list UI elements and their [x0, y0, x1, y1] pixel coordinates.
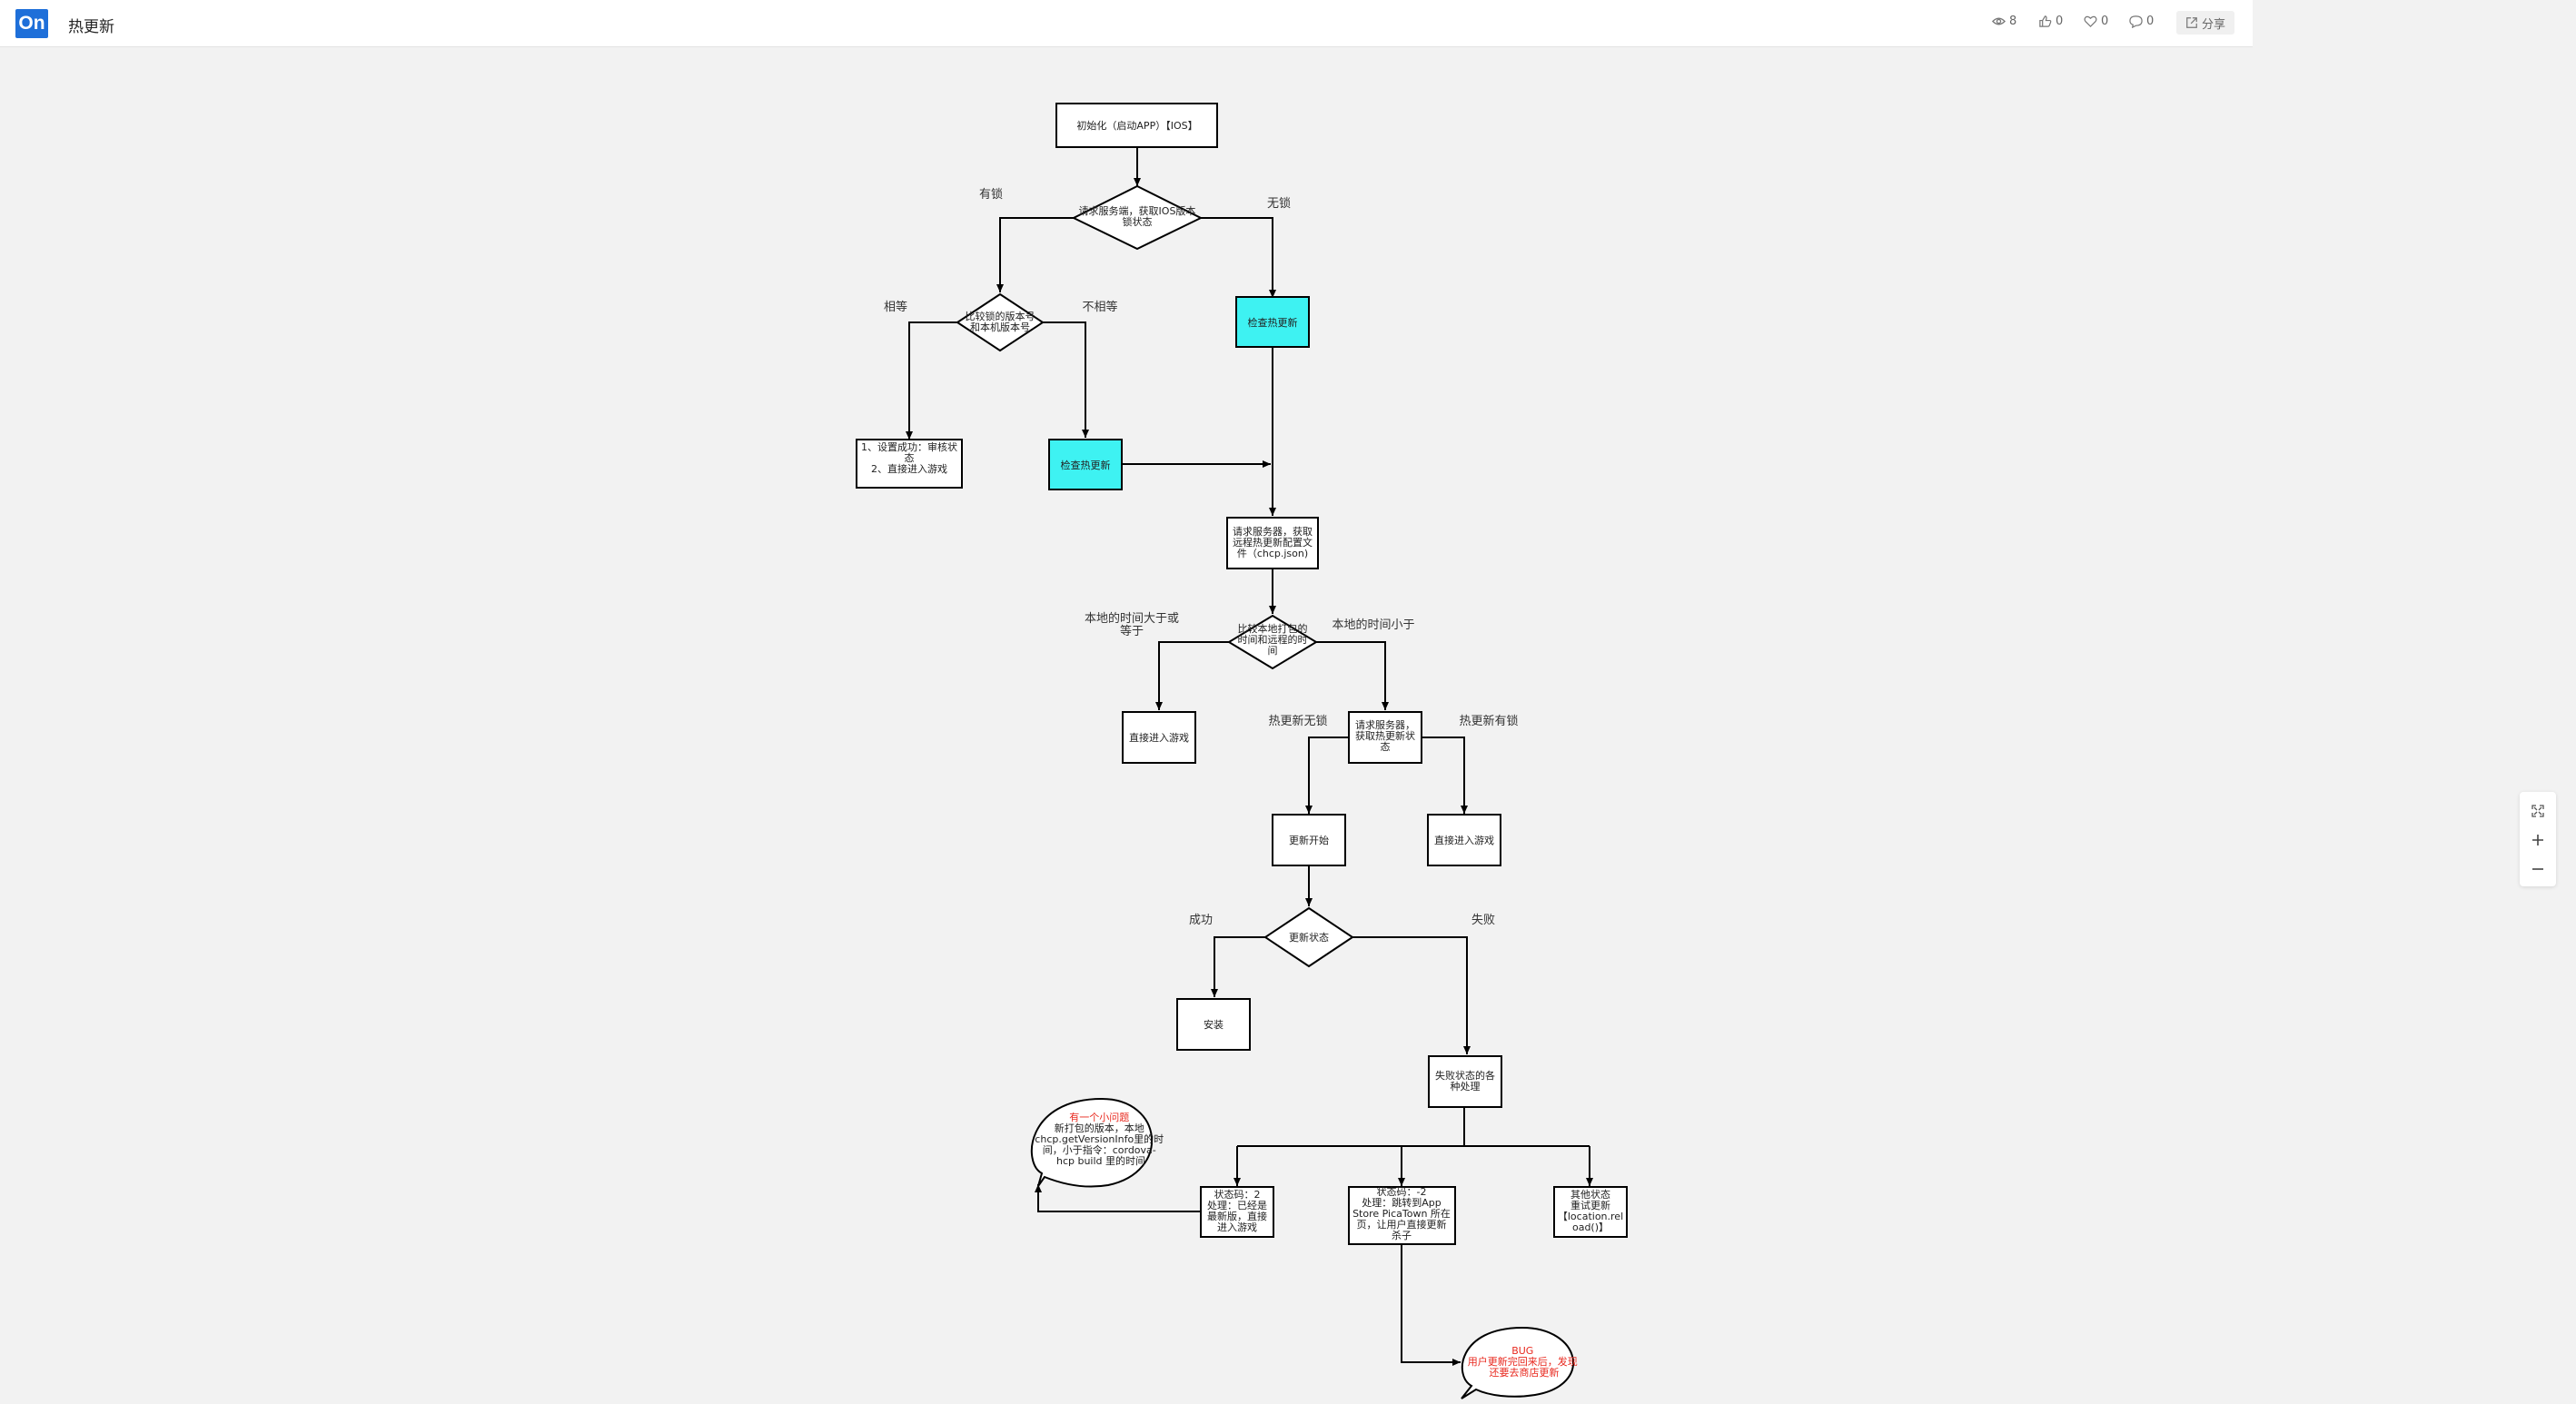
- share-button[interactable]: 分享: [2176, 11, 2235, 35]
- callout-small-issue-text: 有一个小问题 新打包的版本，本地 chcp.getVersionInfo里的时 …: [1035, 1111, 1166, 1167]
- document-title: 热更新: [68, 18, 114, 36]
- edge-time-ge: [1155, 641, 1229, 710]
- node-code-neg2[interactable]: [1348, 1186, 1456, 1245]
- like-button[interactable]: 0: [2038, 15, 2063, 28]
- node-labels: 初始化（启动APP）【IOS】 请求服务端，获取IOS版本锁状态 比较锁的版本号…: [861, 119, 1623, 1241]
- edge-status-success: [1211, 936, 1265, 997]
- label-compare-version: 比较锁的版本号和本机版本号: [966, 310, 1035, 333]
- zoom-in-icon: [2532, 835, 2543, 845]
- edge-compare-equal: [906, 321, 957, 440]
- node-update-status[interactable]: [1263, 906, 1354, 968]
- edge-label-equal: 相等: [884, 300, 907, 314]
- label-enter-game-a: 直接进入游戏: [1129, 731, 1189, 744]
- node-set-success[interactable]: [856, 439, 963, 489]
- node-request-hot-lock[interactable]: [1348, 711, 1422, 764]
- node-enter-game-b[interactable]: [1427, 814, 1501, 866]
- edge-codeneg2-to-bug: [1401, 1244, 1461, 1366]
- node-check-hot-b[interactable]: [1048, 439, 1123, 490]
- zoom-in-button[interactable]: [2520, 826, 2556, 854]
- label-install: 安装: [1204, 1018, 1224, 1031]
- label-check-hot-a: 检查热更新: [1248, 316, 1298, 329]
- edge-compare-notequal: [1043, 321, 1089, 438]
- label-init: 初始化（启动APP）【IOS】: [1076, 119, 1197, 132]
- view-count: 8: [1992, 15, 2016, 28]
- edge-hot-unlocked: [1305, 737, 1349, 814]
- nodes: [856, 103, 1628, 1399]
- node-compare-version[interactable]: [956, 292, 1045, 352]
- fit-screen-button[interactable]: [2520, 797, 2556, 825]
- edge-label-not-equal: 不相等: [1082, 300, 1117, 314]
- edge-time-lt: [1316, 641, 1389, 710]
- label-update-status: 更新状态: [1289, 931, 1329, 944]
- fit-screen-icon: [2531, 805, 2544, 817]
- share-icon: [2186, 17, 2197, 28]
- edge-label-hot-locked: 热更新有锁: [1459, 714, 1518, 728]
- node-compare-time[interactable]: [1227, 614, 1318, 670]
- node-code-2[interactable]: [1200, 1186, 1274, 1238]
- edge-lock-locked: [996, 217, 1074, 292]
- label-update-start: 更新开始: [1289, 834, 1329, 846]
- comment-icon: [2129, 15, 2143, 28]
- label-request-lock: 请求服务端，获取IOS版本锁状态: [1079, 204, 1196, 228]
- label-fail-handle: 失败状态的各种处理: [1435, 1069, 1495, 1093]
- edge-label-local-ge: 本地的时间大于或等于: [1085, 611, 1179, 638]
- comment-count: 0: [2146, 15, 2155, 28]
- connectors: [906, 148, 1593, 1366]
- label-compare-time: 比较本地打包的时间和远程的时间: [1238, 622, 1308, 657]
- label-request-hot-lock: 请求服务器，获取热更新状态: [1355, 719, 1415, 753]
- node-init[interactable]: [1055, 103, 1218, 148]
- zoom-out-icon: [2532, 868, 2543, 870]
- like-count: 0: [2056, 15, 2064, 28]
- node-install[interactable]: [1176, 998, 1251, 1051]
- zoom-out-button[interactable]: [2520, 855, 2556, 883]
- eye-icon: [1992, 17, 2006, 25]
- share-label: 分享: [2202, 17, 2226, 32]
- logo[interactable]: On: [15, 9, 48, 38]
- edge-label-hot-unlocked: 热更新无锁: [1268, 714, 1327, 728]
- callout-bug-text: BUG 用户更新完回来后，发现 还要去商店更新: [1468, 1345, 1581, 1379]
- edge-label-unlocked: 无锁: [1267, 196, 1291, 211]
- edge-label-success: 成功: [1189, 914, 1213, 927]
- edge-lock-unlocked: [1201, 217, 1276, 298]
- node-enter-game-a[interactable]: [1122, 711, 1196, 764]
- callout-labels: 有一个小问题 新打包的版本，本地 chcp.getVersionInfo里的时 …: [1035, 1111, 1581, 1379]
- edge-status-fail: [1352, 936, 1471, 1054]
- callout-small-issue[interactable]: [1030, 1097, 1154, 1188]
- zoom-controls: [2520, 792, 2556, 886]
- heart-icon: [2084, 15, 2097, 27]
- label-request-config: 请求服务器，获取远程热更新配置文件（chcp.json): [1233, 526, 1313, 559]
- label-check-hot-b: 检查热更新: [1061, 459, 1111, 471]
- node-request-lock[interactable]: [1071, 184, 1204, 251]
- node-fail-handle[interactable]: [1428, 1055, 1502, 1108]
- favorite-button[interactable]: 0: [2084, 15, 2108, 28]
- node-update-start[interactable]: [1272, 814, 1346, 866]
- edge-code2-to-callout: [1035, 1184, 1201, 1212]
- thumb-up-icon: [2039, 15, 2052, 27]
- favorite-count: 0: [2101, 15, 2109, 28]
- edge-label-failure: 失败: [1471, 914, 1495, 927]
- top-bar: On 热更新 8 0 0 0 分享: [0, 0, 2253, 47]
- label-enter-game-b: 直接进入游戏: [1434, 834, 1494, 846]
- node-check-hot-a[interactable]: [1235, 296, 1310, 348]
- edge-label-local-lt: 本地的时间小于: [1332, 618, 1414, 632]
- node-code-other[interactable]: [1553, 1186, 1628, 1238]
- view-count-value: 8: [2009, 15, 2017, 28]
- edge-hot-locked: [1422, 737, 1468, 814]
- node-request-config[interactable]: [1226, 517, 1319, 569]
- comment-button[interactable]: 0: [2129, 15, 2154, 28]
- callout-bug[interactable]: [1461, 1326, 1574, 1399]
- edge-label-locked: 有锁: [979, 187, 1003, 202]
- edge-labels: 有锁 无锁 相等 不相等 本地的时间大于或等于 本地的时间小于 热更新无锁 热更…: [884, 187, 1519, 927]
